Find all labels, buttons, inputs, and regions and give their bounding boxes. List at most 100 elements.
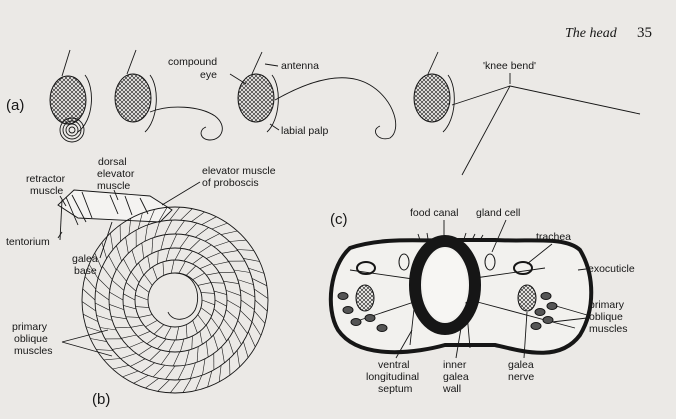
coil-muscle-stroke: [132, 250, 137, 265]
coil-muscle-stroke: [200, 331, 202, 344]
coil-muscle-stroke: [222, 347, 225, 363]
coil-muscle-stroke: [205, 234, 220, 242]
coil-muscle-stroke: [200, 264, 212, 269]
coil-muscle-stroke: [130, 359, 145, 367]
coil-muscle-stroke: [135, 295, 148, 300]
coil-muscle-stroke: [117, 269, 127, 281]
coil-muscle-stroke: [238, 320, 248, 333]
coil-muscle-stroke: [144, 275, 152, 286]
coil-muscle-stroke: [152, 238, 153, 254]
label-gland-cell: gland cell: [476, 207, 520, 219]
coil-muscle-stroke: [116, 246, 121, 262]
coil-muscle-stroke: [222, 251, 238, 254]
label-primary-oblique-b-line3: muscles: [14, 345, 53, 357]
coil-muscle-stroke: [165, 366, 175, 379]
label-tentorium: tentorium: [6, 236, 50, 248]
coil-muscle-stroke: [111, 316, 127, 319]
coil-muscle-stroke: [139, 315, 152, 318]
coil-muscle-stroke: [112, 280, 124, 290]
coil-muscle-stroke: [139, 263, 144, 275]
coil-muscle-stroke: [206, 342, 208, 358]
coil-muscle-stroke: [96, 350, 113, 351]
coil-muscle-stroke: [206, 325, 211, 337]
coil-muscle-stroke: [163, 262, 164, 276]
coil-muscle-stroke: [131, 325, 144, 327]
coil-muscle-stroke: [110, 233, 113, 249]
coil-muscle-stroke: [213, 335, 218, 350]
label-elevator-line2: of proboscis: [202, 177, 259, 189]
coil-muscle-stroke: [213, 262, 228, 265]
coil-muscle-stroke: [129, 342, 144, 348]
label-primary-oblique-c-line2: oblique: [589, 311, 623, 323]
coil-muscle-stroke: [180, 339, 184, 352]
coil-muscle-stroke: [170, 234, 177, 248]
head-stage-1: [50, 50, 91, 142]
label-dorsal-line2: elevator: [97, 168, 135, 180]
label-inner-galea-wall-line1: inner: [443, 359, 467, 371]
coil-muscle-stroke: [195, 375, 201, 390]
coil-muscle-stroke: [104, 359, 121, 360]
coil-muscle-stroke: [214, 241, 230, 246]
coil-muscle-stroke: [214, 309, 224, 318]
coil-muscle-stroke: [243, 258, 259, 261]
coil-muscle-stroke: [147, 336, 158, 344]
label-antenna: antenna: [281, 60, 319, 72]
coil-muscle-stroke: [202, 217, 217, 225]
coil-muscle-stroke: [113, 365, 129, 369]
coil-muscle-stroke: [230, 240, 247, 241]
coil-muscle-stroke: [176, 327, 179, 340]
coil-muscle-stroke: [219, 327, 226, 341]
coil-muscle-stroke: [165, 220, 172, 235]
label-trachea: trachea: [536, 231, 571, 243]
compound-eye-3: [238, 74, 274, 122]
coil-muscle-stroke: [226, 310, 238, 320]
compound-eye-2: [115, 74, 151, 122]
coil-muscle-stroke: [131, 272, 139, 283]
coil-muscle-stroke: [193, 273, 205, 280]
coil-muscle-stroke: [185, 350, 189, 365]
label-compound-eye-line1: compound: [168, 56, 217, 68]
proboscis-coil: [58, 190, 268, 393]
coil-muscle-stroke: [145, 378, 158, 388]
coil-muscle-stroke: [157, 339, 166, 349]
coil-muscle-stroke: [154, 325, 164, 335]
label-knee-bend: 'knee bend': [483, 60, 536, 72]
panel-b-label: (b): [92, 391, 110, 408]
coil-muscle-stroke: [195, 227, 208, 237]
coil-muscle-stroke: [211, 283, 224, 284]
label-compound-eye-line2: eye: [200, 69, 217, 81]
label-primary-oblique-b-line2: oblique: [14, 333, 48, 345]
coil-muscle-stroke: [145, 225, 148, 241]
coil-muscle-stroke: [228, 339, 233, 355]
coil-muscle-stroke: [211, 317, 219, 328]
coil-muscle-stroke: [240, 290, 255, 297]
label-inner-galea-wall-line2: galea: [443, 371, 469, 383]
coil-muscle-stroke: [224, 319, 234, 331]
coil-muscle-stroke: [255, 300, 267, 311]
compound-eye-1: [50, 76, 86, 124]
coil-muscle-stroke: [110, 292, 124, 300]
coil-muscle-stroke: [191, 212, 204, 222]
coil-muscle-stroke: [121, 335, 136, 338]
coil-muscle-stroke: [134, 375, 149, 383]
label-primary-oblique-c-line3: muscles: [589, 323, 628, 335]
coil-muscle-stroke: [252, 322, 261, 336]
coil-muscle-stroke: [198, 245, 211, 254]
coil-muscle-stroke: [208, 371, 212, 387]
coil-muscle-stroke: [82, 302, 96, 311]
coil-muscle-stroke: [240, 310, 252, 322]
coil-muscle-stroke: [248, 332, 255, 347]
coil-muscle-stroke: [214, 291, 227, 295]
coil-muscle-stroke: [193, 320, 198, 333]
label-labial-palp: labial palp: [281, 125, 328, 137]
coil-muscle-stroke: [180, 236, 189, 249]
coil-muscle-stroke: [179, 261, 186, 273]
coil-muscle-stroke: [142, 243, 144, 259]
coil-muscle-stroke: [215, 300, 227, 306]
coil-muscle-stroke: [126, 317, 139, 318]
coil-muscle-stroke: [226, 290, 241, 295]
coil-muscle-stroke: [96, 290, 109, 300]
label-primary-oblique-c-line1: primary: [589, 299, 625, 311]
coil-muscle-stroke: [186, 266, 196, 276]
